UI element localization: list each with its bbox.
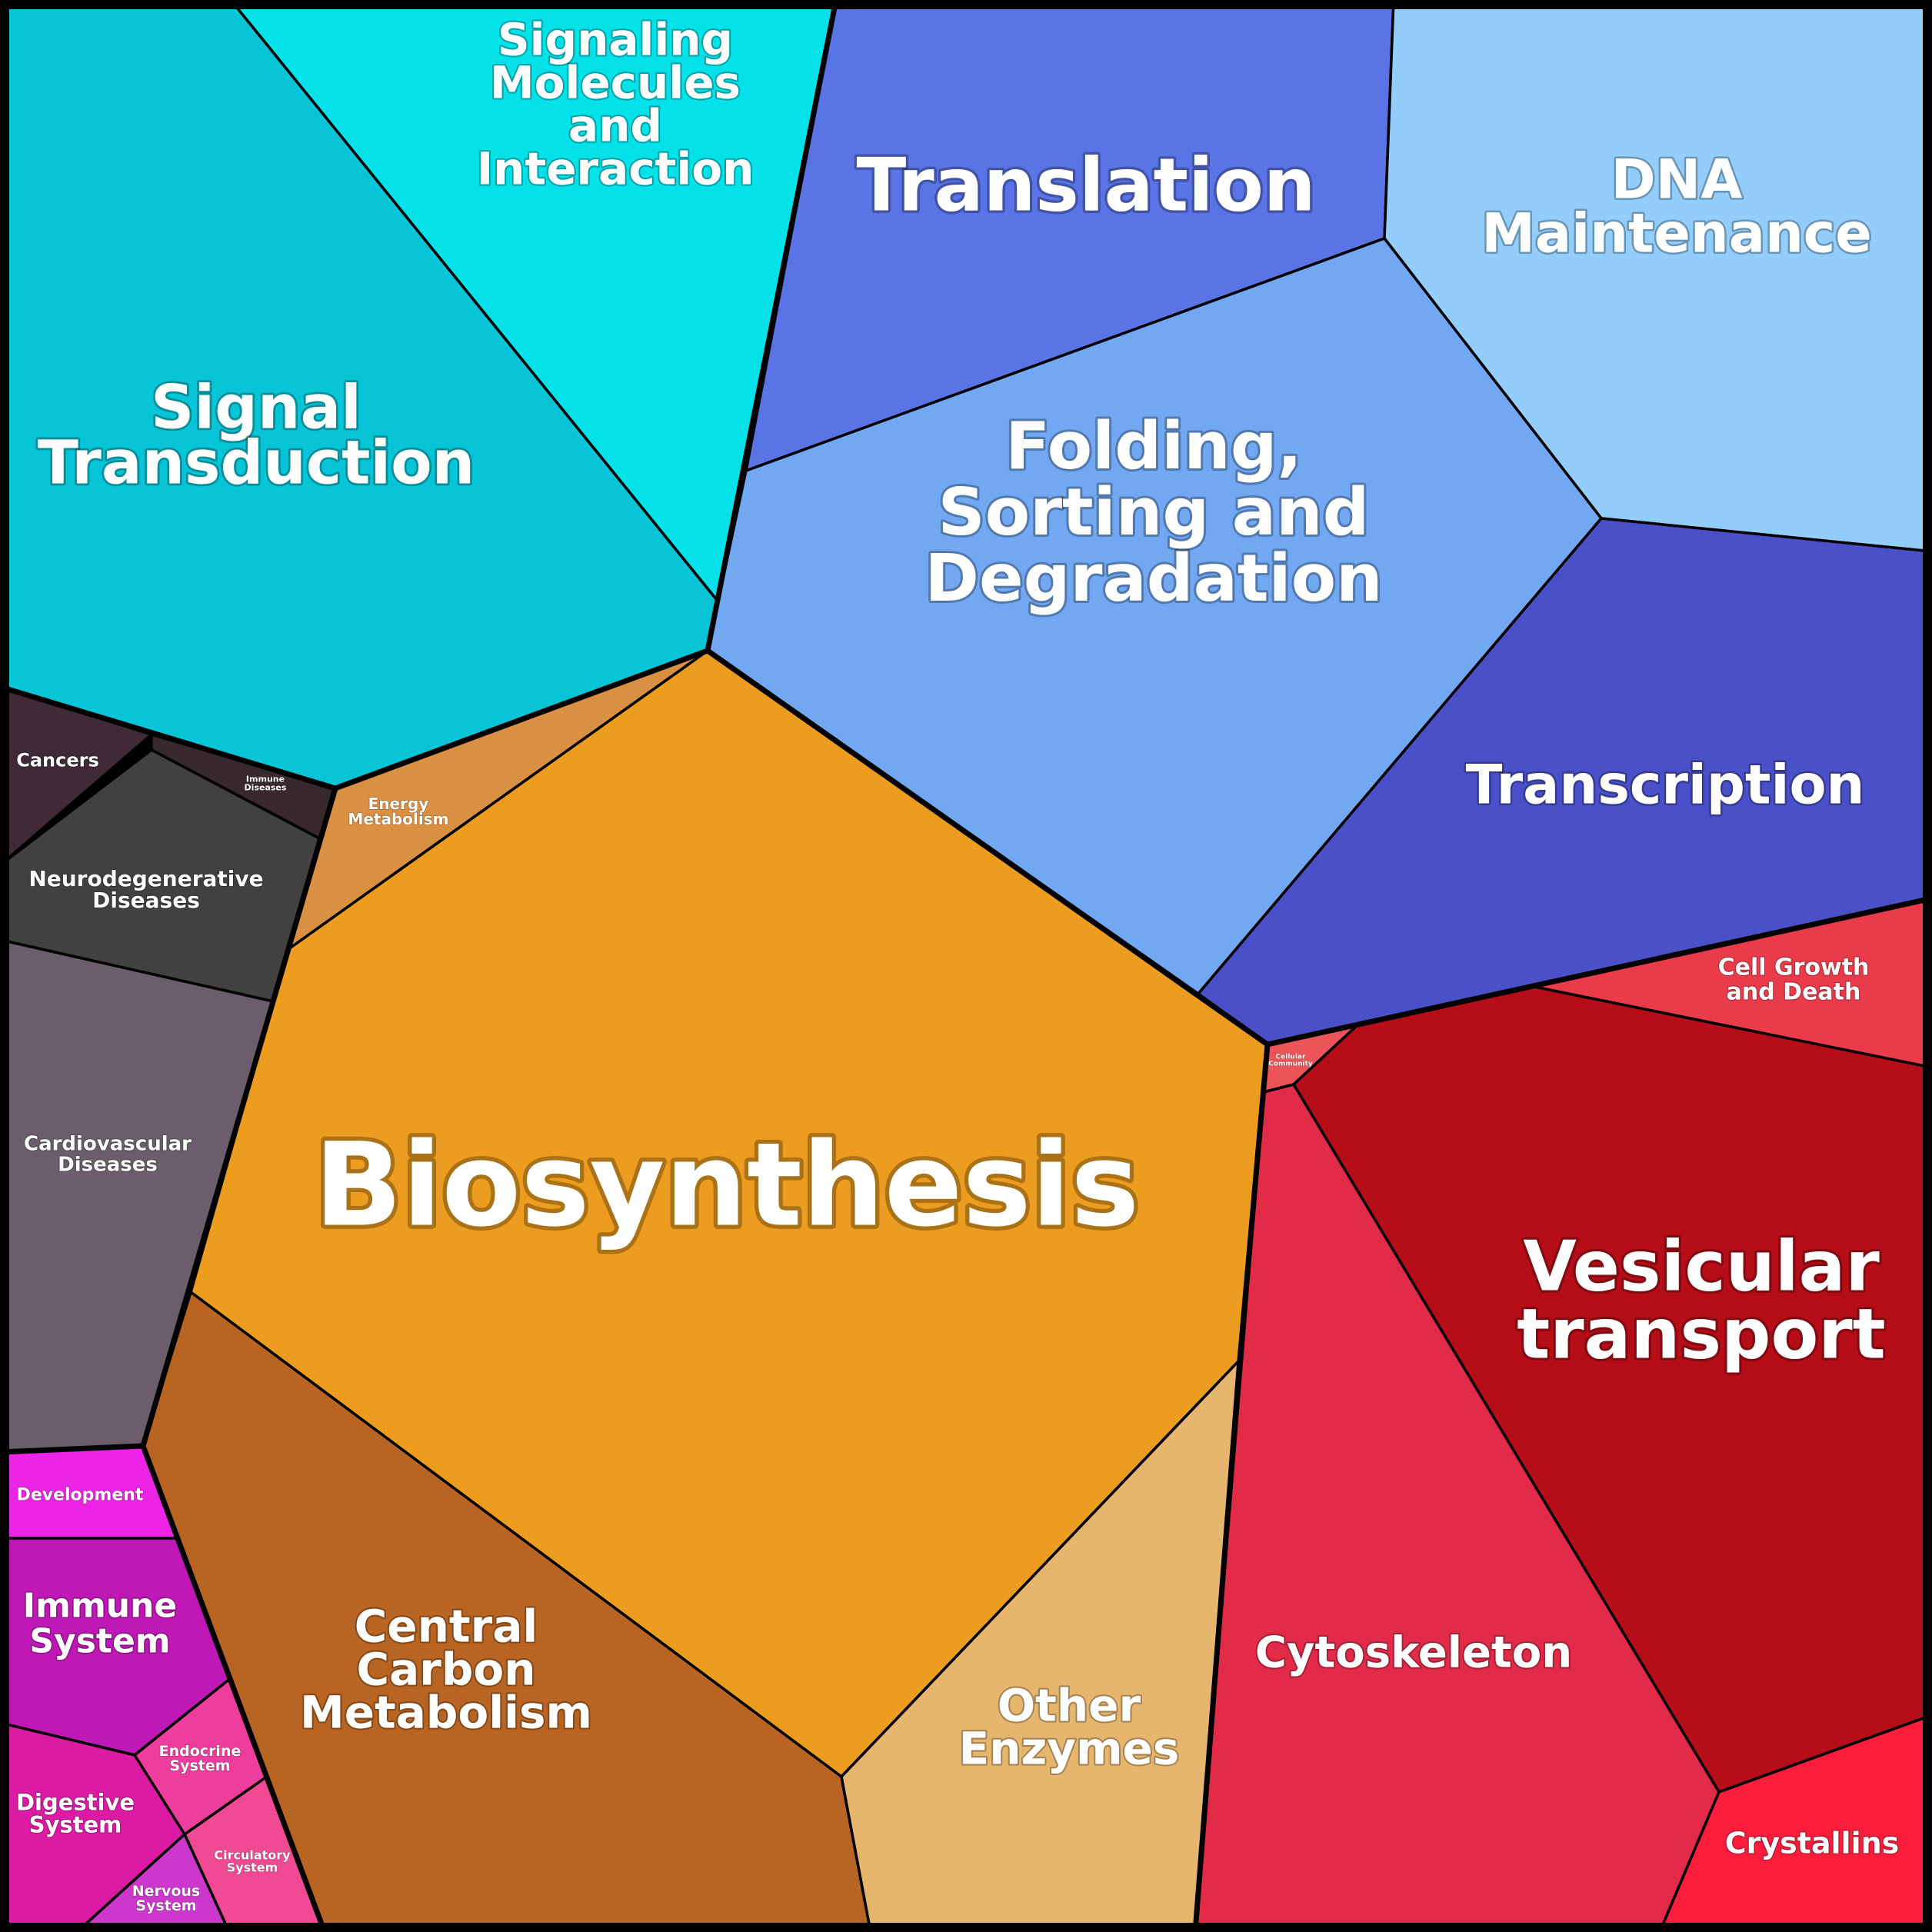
label-line: Sorting and	[938, 475, 1370, 551]
label-line: Diseases	[92, 888, 200, 913]
label-line: Signal	[151, 373, 361, 442]
label-line: System	[135, 1897, 196, 1914]
label-line: DNA	[1611, 148, 1743, 212]
label-line: Immune	[23, 1586, 178, 1625]
label-line: Digestive	[16, 1790, 135, 1816]
group-border	[0, 0, 839, 791]
label-line: System	[29, 1621, 170, 1661]
label-line: Cancers	[16, 749, 99, 771]
label-line: Crystallins	[1725, 1826, 1900, 1860]
label-line: System	[169, 1757, 230, 1774]
label-line: and	[568, 99, 662, 152]
label-line: Cellular	[1276, 1054, 1306, 1061]
label-line: Carbon	[357, 1643, 536, 1695]
label-line: System	[29, 1812, 122, 1838]
label-line: Signaling	[498, 13, 733, 65]
label-line: Neurodegenerative	[28, 866, 263, 891]
label-line: Nervous	[132, 1883, 200, 1900]
label-line: Immune	[246, 774, 285, 784]
label-line: Translation	[856, 143, 1315, 228]
label-line: Energy	[368, 794, 429, 813]
label-line: Metabolism	[300, 1686, 592, 1738]
label-crystallins: Crystallins	[1725, 1826, 1900, 1860]
label-line: Development	[17, 1486, 144, 1505]
group-border	[0, 1443, 328, 1932]
label-line: and Death	[1727, 979, 1861, 1006]
label-line: Central	[355, 1600, 538, 1652]
label-transcription: Transcription	[1466, 754, 1865, 817]
label-line: Endocrine	[159, 1743, 242, 1760]
label-line: Cell Growth	[1718, 954, 1870, 981]
cell-other-enzymes	[840, 1358, 1241, 1932]
label-line: Degradation	[924, 541, 1382, 617]
label-translation: Translation	[856, 143, 1315, 228]
label-line: Circulatory	[214, 1848, 291, 1863]
label-line: Vesicular	[1523, 1227, 1880, 1307]
label-line: Maintenance	[1481, 202, 1872, 265]
label-line: Folding,	[1005, 408, 1302, 485]
label-line: Community	[1268, 1061, 1313, 1068]
label-cancers: Cancers	[16, 749, 99, 771]
label-line: System	[227, 1860, 278, 1875]
label-cytoskeleton: Cytoskeleton	[1255, 1628, 1572, 1678]
label-line: Cytoskeleton	[1255, 1628, 1572, 1678]
cell-nervous-system	[75, 1833, 231, 1932]
label-line: Interaction	[477, 142, 754, 195]
label-line: Biosynthesis	[315, 1119, 1140, 1253]
label-biosynthesis: Biosynthesis	[315, 1119, 1140, 1253]
group-border	[1192, 1044, 1271, 1932]
label-line: Transduction	[38, 428, 475, 498]
cell-crystallins	[1658, 1714, 1932, 1932]
label-line: Diseases	[58, 1154, 158, 1177]
group-border	[140, 788, 338, 1447]
label-development: Development	[17, 1486, 144, 1505]
label-line: Metabolism	[348, 810, 448, 828]
label-line: Diseases	[245, 782, 287, 792]
label-line: Other	[998, 1679, 1141, 1731]
label-line: Molecules	[490, 56, 741, 108]
label-line: Transcription	[1466, 754, 1865, 817]
label-line: transport	[1517, 1294, 1885, 1375]
label-line: Cardiovascular	[24, 1133, 192, 1156]
label-line: Enzymes	[959, 1722, 1180, 1774]
